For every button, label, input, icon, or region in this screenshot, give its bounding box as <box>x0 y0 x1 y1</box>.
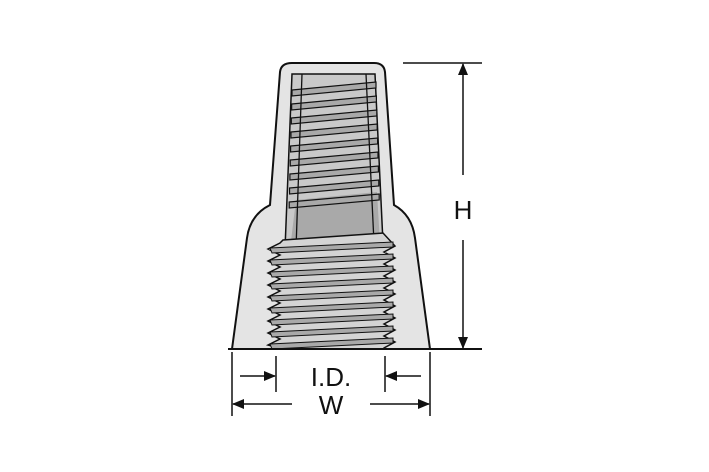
spring-coil <box>288 179 380 195</box>
width-dimension: W <box>232 390 430 420</box>
spring-coil <box>288 193 380 209</box>
spring-coil <box>290 137 379 153</box>
inner-diameter-label: I.D. <box>311 362 351 392</box>
spring-coil <box>290 109 378 125</box>
spring-coil <box>291 95 377 111</box>
spring-coil <box>289 165 379 181</box>
thread-turn <box>269 301 394 314</box>
thread-turn <box>269 277 394 290</box>
height-label: H <box>454 195 473 225</box>
thread-turn <box>269 313 394 326</box>
width-label: W <box>319 390 344 420</box>
spring-coil <box>290 123 378 139</box>
inner-diameter-dimension: I.D. <box>240 362 421 392</box>
spring-coil <box>291 81 377 97</box>
thread-coil <box>265 232 397 350</box>
thread-turn <box>269 289 394 302</box>
thread-turn <box>269 265 394 278</box>
thread-turn <box>269 325 394 338</box>
thread-turn <box>269 241 394 254</box>
thread-turn <box>269 337 394 350</box>
spring-coil <box>289 151 379 167</box>
inner-spring <box>284 73 384 250</box>
height-dimension: H <box>454 63 473 349</box>
thread-turn <box>269 253 394 266</box>
